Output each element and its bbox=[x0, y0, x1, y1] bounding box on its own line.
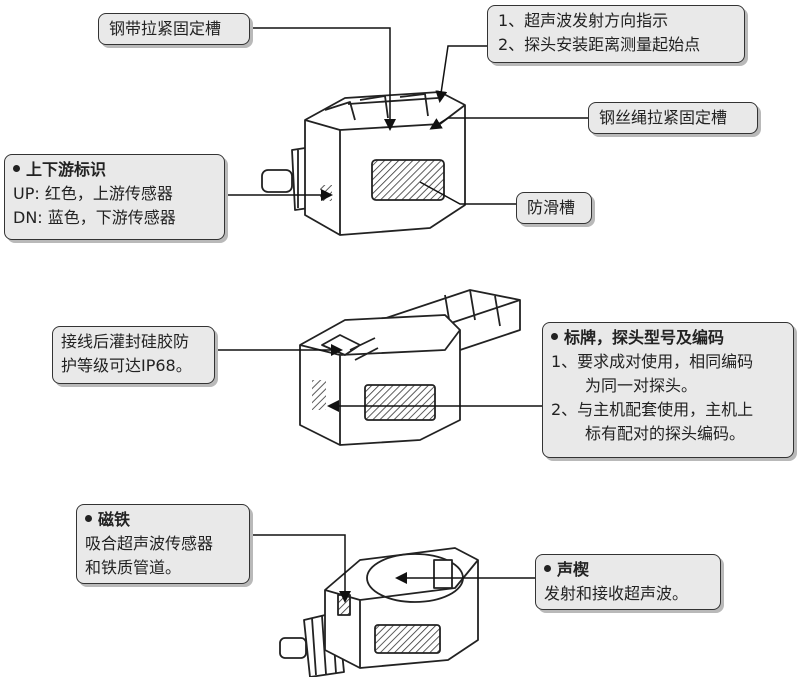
callout-title-text: 磁铁 bbox=[98, 510, 131, 529]
callout-upstream-marker: 上下游标识 UP: 红色，上游传感器 DN: 蓝色，下游传感器 bbox=[4, 154, 225, 240]
callout-title: 磁铁 bbox=[85, 508, 241, 532]
callout-line: DN: 蓝色，下游传感器 bbox=[13, 208, 176, 227]
callout-title: 声楔 bbox=[544, 558, 712, 582]
callout-line: 1、超声波发射方向指示 bbox=[498, 11, 669, 30]
callout-line: 防滑槽 bbox=[527, 198, 576, 217]
bullet-icon bbox=[544, 565, 551, 572]
callout-line: 钢丝绳拉紧固定槽 bbox=[599, 108, 728, 127]
sensor-open-view bbox=[299, 289, 521, 446]
bullet-icon bbox=[551, 333, 558, 340]
bullet-icon bbox=[85, 515, 92, 522]
callout-line: 标有配对的探头编码。 bbox=[585, 424, 746, 443]
callout-line: 和铁质管道。 bbox=[85, 558, 182, 577]
callout-sound-wedge: 声楔 发射和接收超声波。 bbox=[535, 554, 721, 610]
callout-title-text: 标牌，探头型号及编码 bbox=[564, 328, 725, 347]
callout-steel-strap-slot: 钢带拉紧固定槽 bbox=[98, 13, 250, 45]
callout-line: 护等级可达IP68。 bbox=[61, 356, 192, 375]
callout-title: 上下游标识 bbox=[13, 158, 216, 182]
callout-line: 接线后灌封硅胶防 bbox=[61, 332, 190, 351]
sensor-bottom-view bbox=[279, 547, 479, 677]
callout-line: 2、探头安装距离测量起始点 bbox=[498, 35, 701, 54]
leader-lines bbox=[215, 27, 588, 603]
bullet-icon bbox=[13, 165, 20, 172]
callout-title-text: 上下游标识 bbox=[26, 160, 107, 179]
callout-nameplate: 标牌，探头型号及编码 1、要求成对使用，相同编码 为同一对探头。 2、与主机配套… bbox=[542, 322, 794, 458]
callout-line: 吸合超声波传感器 bbox=[85, 534, 214, 553]
callout-line: UP: 红色，上游传感器 bbox=[13, 184, 173, 203]
callout-title-text: 声楔 bbox=[557, 560, 590, 579]
callout-line: 为同一对探头。 bbox=[585, 376, 698, 395]
callout-line: 2、与主机配套使用，主机上 bbox=[551, 400, 754, 419]
callout-direction-indicator: 1、超声波发射方向指示 2、探头安装距离测量起始点 bbox=[487, 5, 745, 63]
callout-silicone-potting: 接线后灌封硅胶防 护等级可达IP68。 bbox=[52, 326, 215, 384]
callout-title: 标牌，探头型号及编码 bbox=[551, 326, 785, 350]
callout-antislip-groove: 防滑槽 bbox=[516, 192, 592, 224]
callout-magnet: 磁铁 吸合超声波传感器 和铁质管道。 bbox=[76, 504, 250, 584]
callout-wire-rope-slot: 钢丝绳拉紧固定槽 bbox=[588, 102, 758, 134]
callout-line: 发射和接收超声波。 bbox=[544, 584, 689, 603]
callout-line: 钢带拉紧固定槽 bbox=[109, 19, 222, 38]
sensor-top-view bbox=[261, 91, 466, 236]
callout-line: 1、要求成对使用，相同编码 bbox=[551, 352, 754, 371]
